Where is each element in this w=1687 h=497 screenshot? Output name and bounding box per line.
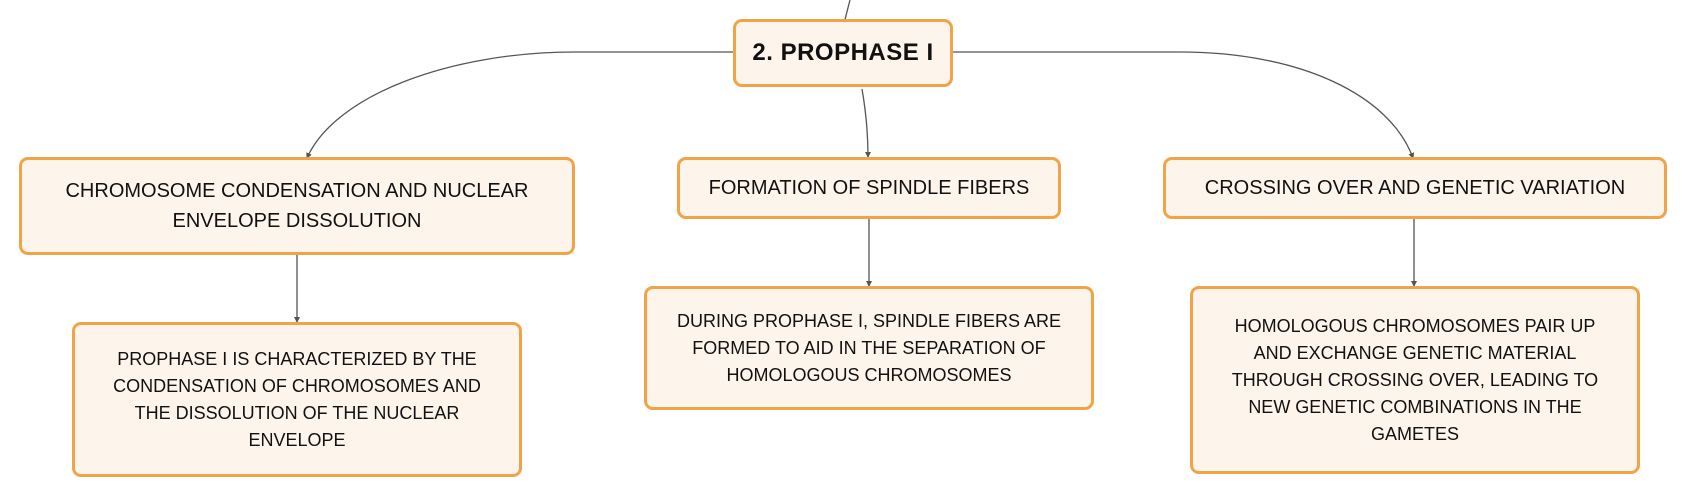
- topic-node-label: CHROMOSOME CONDENSATION AND NUCLEAR ENVE…: [65, 180, 529, 232]
- topic-node-label: CROSSING OVER AND GENETIC VARIATION: [1204, 177, 1626, 199]
- connector-root-to-topic-spindle: [861, 88, 871, 158]
- topic-node-spindle[interactable]: FORMATION OF SPINDLE FIBERS: [677, 157, 1061, 219]
- detail-node-condensation[interactable]: PROPHASE I IS CHARACTERIZED BY THE CONDE…: [72, 322, 522, 477]
- detail-node-text: PROPHASE I IS CHARACTERIZED BY THE CONDE…: [113, 348, 481, 450]
- connector-root-to-topic-crossing: [952, 51, 1415, 159]
- topic-node-condensation[interactable]: CHROMOSOME CONDENSATION AND NUCLEAR ENVE…: [19, 157, 575, 255]
- root-node-label: 2. PROPHASE I: [752, 39, 934, 66]
- connector-root-to-topic-condensation: [306, 51, 733, 159]
- connector-parent-to-root: [844, 0, 851, 21]
- detail-node-crossing[interactable]: HOMOLOGOUS CHROMOSOMES PAIR UP AND EXCHA…: [1190, 286, 1640, 474]
- detail-node-text: HOMOLOGOUS CHROMOSOMES PAIR UP AND EXCHA…: [1231, 315, 1599, 444]
- detail-node-spindle[interactable]: DURING PROPHASE I, SPINDLE FIBERS ARE FO…: [644, 286, 1094, 410]
- root-node[interactable]: 2. PROPHASE I: [733, 19, 953, 87]
- topic-node-crossing[interactable]: CROSSING OVER AND GENETIC VARIATION: [1163, 157, 1667, 219]
- detail-node-text: DURING PROPHASE I, SPINDLE FIBERS ARE FO…: [676, 310, 1062, 385]
- topic-node-label: FORMATION OF SPINDLE FIBERS: [708, 177, 1030, 199]
